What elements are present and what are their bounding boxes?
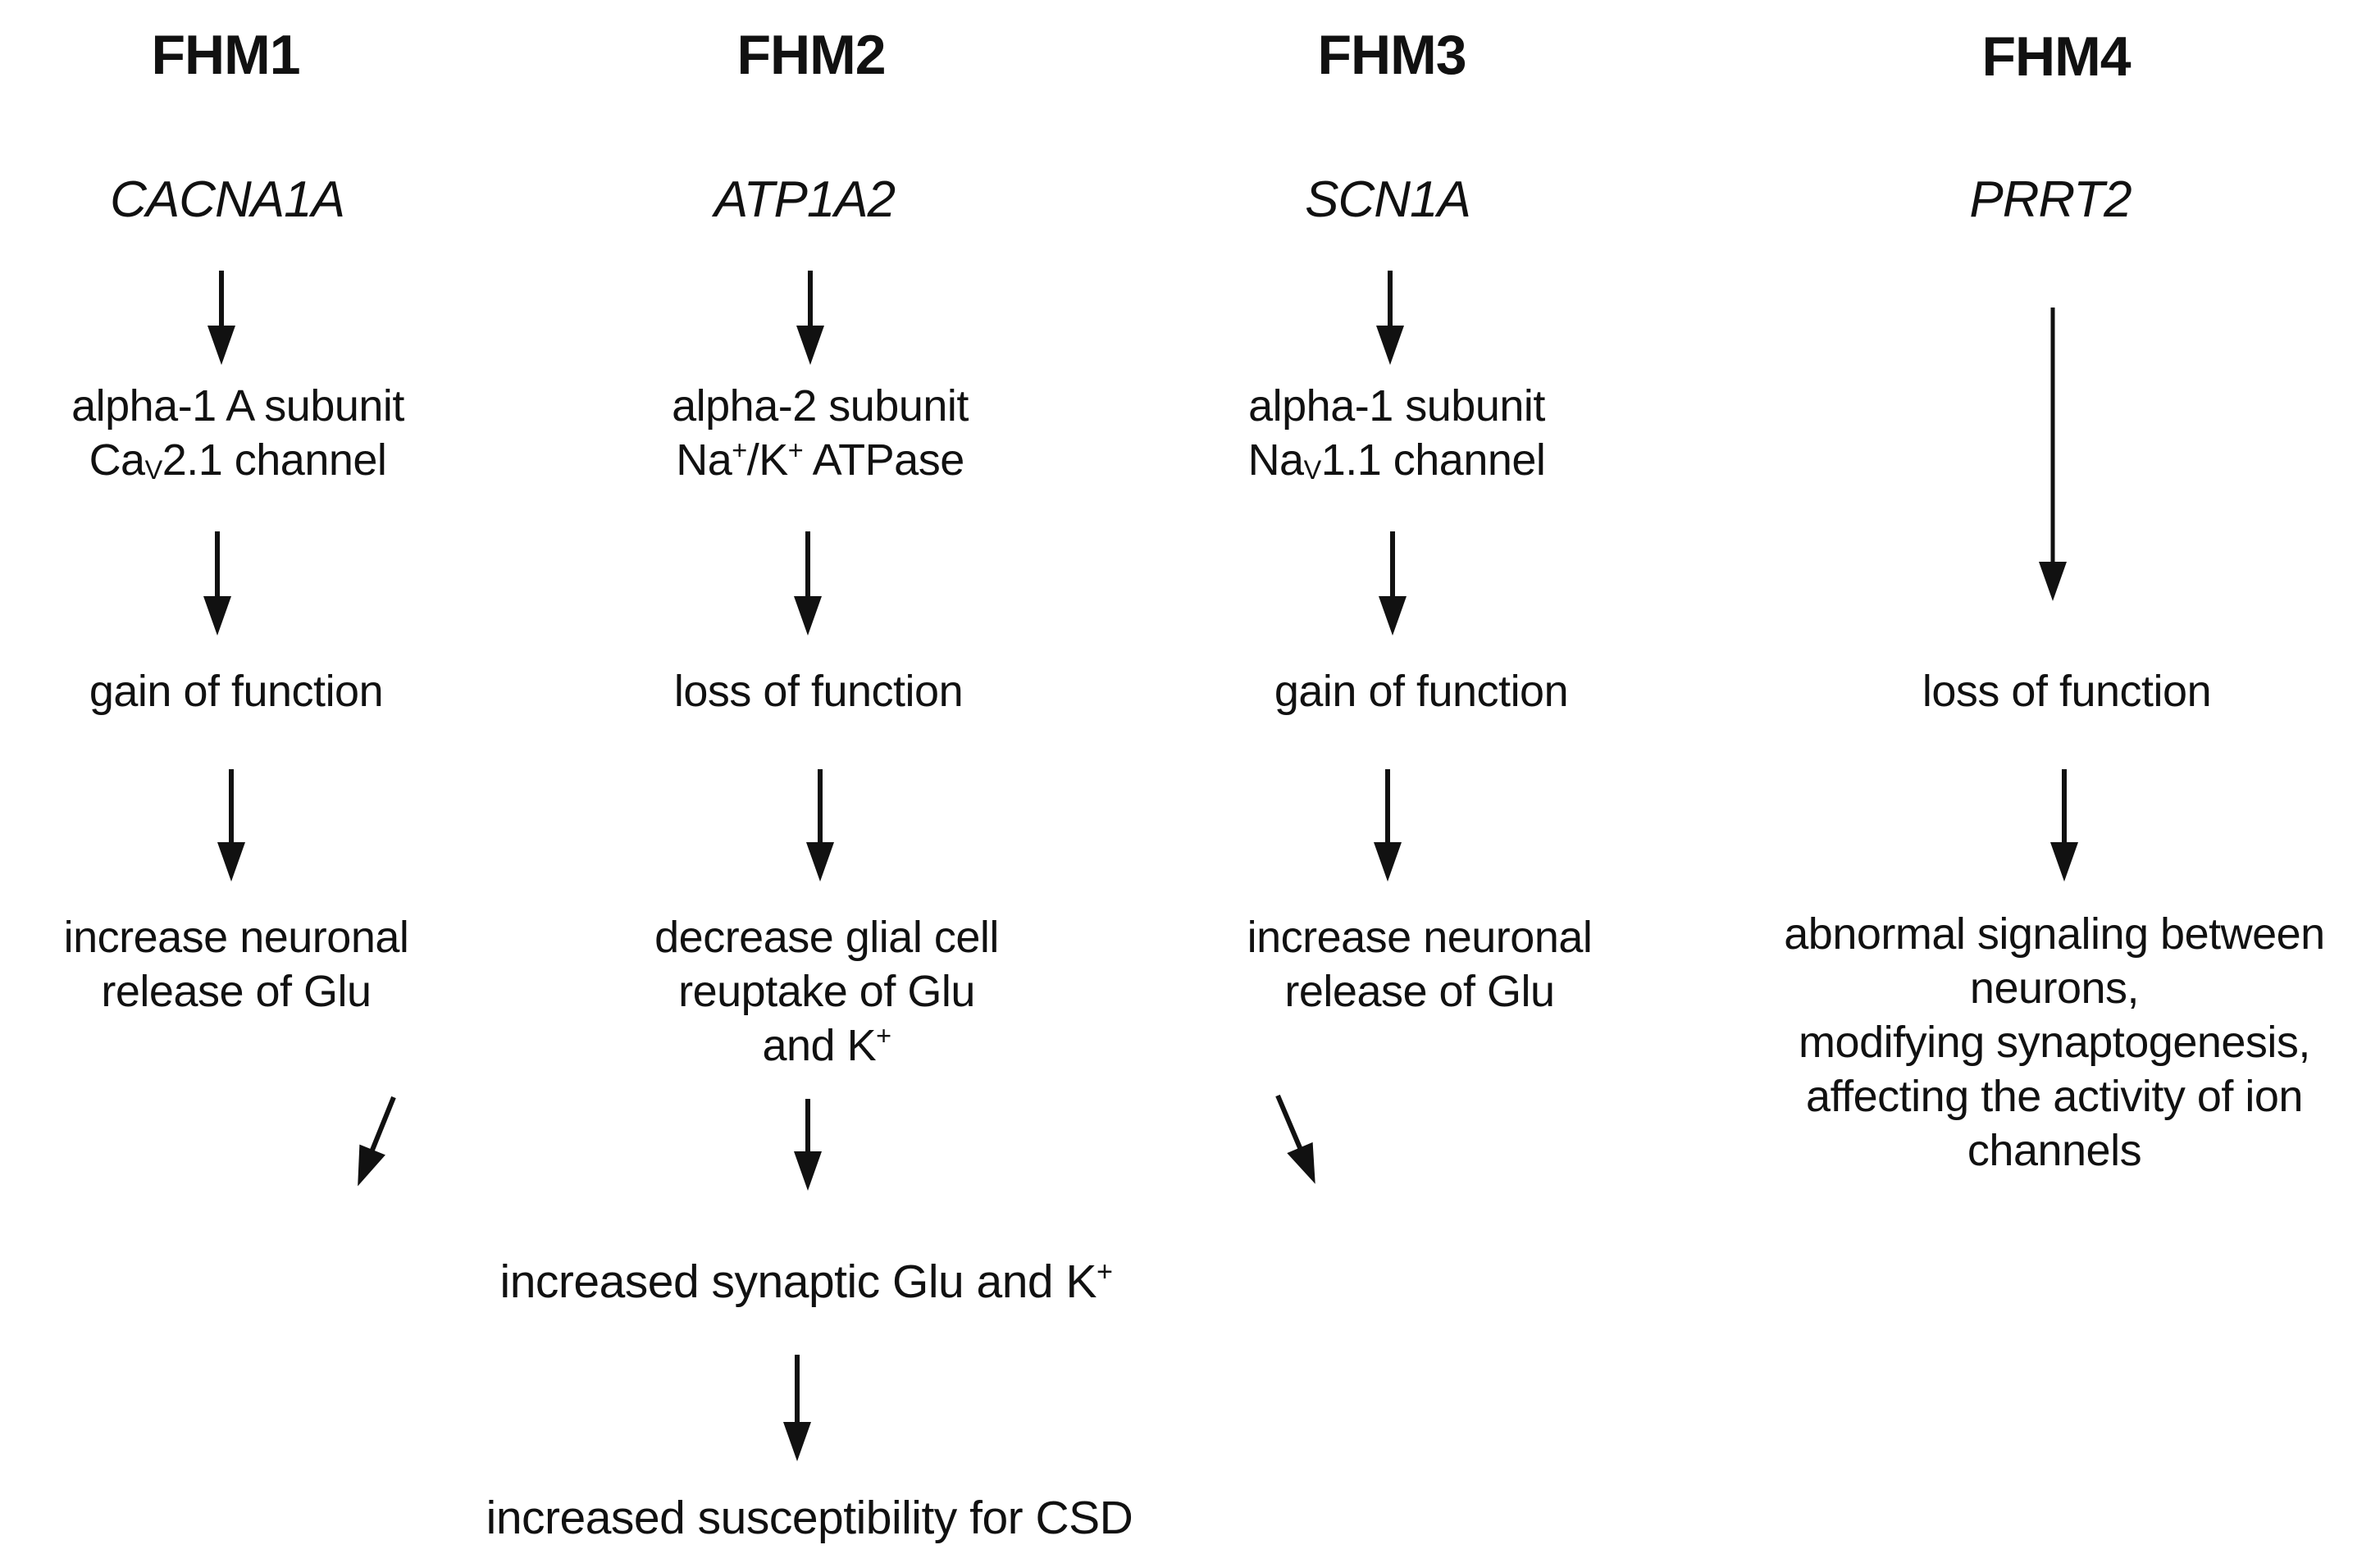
fhm4-effect-label: abnormal signaling between neurons, modi…	[1784, 909, 2325, 1175]
diagonal-arrow-icon	[343, 1091, 409, 1192]
down-arrow-icon	[791, 531, 824, 636]
fhm2-function-label: loss of function	[673, 667, 964, 716]
down-arrow-icon	[1374, 271, 1407, 365]
down-arrow-icon	[215, 769, 248, 882]
fhm4-header: FHM4	[1981, 25, 2131, 88]
down-arrow-icon	[1376, 531, 1409, 636]
synaptic-glu-label: increased synaptic Glu and K+	[499, 1255, 1113, 1308]
fhm3-function-label: gain of function	[1274, 667, 1569, 716]
diagonal-arrow-icon	[1263, 1089, 1331, 1190]
down-arrow-icon	[794, 271, 827, 365]
fhm1-effect-label: increase neuronal release of Glu	[63, 913, 409, 1016]
down-arrow-icon	[2048, 769, 2081, 882]
atp1a2-gene-label: ATP1A2	[714, 171, 896, 228]
prrt2-gene-label: PRRT2	[1969, 171, 2132, 228]
fhm1-function-label: gain of function	[89, 667, 384, 716]
down-arrow-icon	[205, 271, 238, 365]
fhm4-function-label: loss of function	[1922, 667, 2212, 716]
fhm3-effect-label: increase neuronal release of Glu	[1247, 913, 1593, 1016]
fhm2-effect-label: decrease glial cell reuptake of Glu and …	[654, 913, 999, 1070]
cacna1a-gene-label: CACNA1A	[110, 171, 345, 228]
fhm3-protein-label: alpha-1 subunit NaV1.1 channel	[1247, 381, 1546, 485]
down-arrow-icon	[791, 1099, 824, 1191]
down-arrow-icon	[804, 769, 837, 882]
scn1a-gene-label: SCN1A	[1305, 171, 1471, 228]
fhm1-header: FHM1	[151, 24, 300, 86]
csd-label: increased susceptibility for CSD	[486, 1492, 1133, 1544]
fhm2-header: FHM2	[736, 24, 886, 86]
down-arrow-icon	[1371, 769, 1404, 882]
fhm2-protein-label: alpha-2 subunit Na+/K+ ATPase	[672, 381, 969, 485]
fhm3-header: FHM3	[1317, 24, 1466, 86]
long-down-arrow-icon	[2036, 308, 2069, 601]
fhm1-protein-label: alpha-1 A subunit CaV2.1 channel	[71, 381, 404, 485]
down-arrow-icon	[781, 1355, 814, 1461]
down-arrow-icon	[201, 531, 234, 636]
